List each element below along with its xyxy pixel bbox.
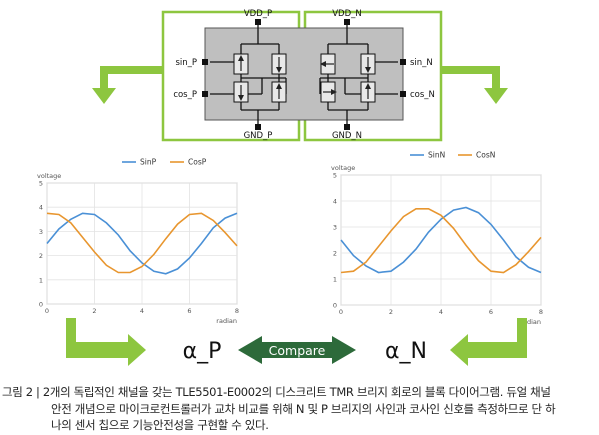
chart-p-y-tick-label: 4 (39, 204, 43, 212)
chart-n-series-sinn-line (340, 206, 542, 274)
p-bridge-resistors (233, 53, 287, 103)
pin-label-gnd-p: GND_P (244, 131, 273, 141)
chart-p-y-tick-label: 3 (39, 228, 43, 236)
chart-p-y-tick-label: 0 (39, 301, 43, 309)
chart-p-x-axis-label: radian (216, 317, 237, 325)
p-bridge-magnetization-arrows (238, 55, 282, 101)
chart-p-y-axis-label: voltage (37, 172, 61, 180)
chart-n-x-tick-label: 2 (389, 308, 393, 316)
figure-caption: 그림 2 | 2개의 독립적인 채널을 갖는 TLE5501-E0002의 디스… (2, 384, 596, 434)
chart-p-series-cosp-line (46, 212, 238, 274)
arrow-from-p-chart (66, 318, 146, 366)
caption-line-2: 안전 개념으로 마이크로컨트롤러가 교차 비교를 위해 N 및 P 브리지의 사… (51, 401, 556, 416)
compare-label: Compare (269, 343, 326, 358)
chart-p-x-tick-label: 2 (92, 307, 96, 315)
chart-n-x-tick-label: 4 (439, 308, 443, 316)
chart-p-y-tick-label: 5 (39, 180, 43, 188)
chart-n-series-cosn-line (340, 208, 542, 274)
chart-n-y-tick-label: 3 (333, 224, 337, 232)
alpha-n-label: α_N (385, 339, 427, 364)
chart-n: 0 1 2 3 4 5 0 2 4 6 8 voltage radian SinN CosN (331, 151, 543, 327)
caption-line-3: 나의 센서 칩으로 기능안전성을 구현할 수 있다. (51, 418, 269, 432)
pin-label-vdd-p: VDD_P (244, 9, 272, 19)
chart-p-x-tick-label: 6 (187, 307, 191, 315)
caption-line-1: 그림 2 | 2개의 독립적인 채널을 갖는 TLE5501-E0002의 디스… (2, 385, 551, 399)
chart-n-x-tick-label: 8 (539, 308, 543, 316)
chart-p-x-tick-label: 0 (45, 307, 49, 315)
p-bridge (210, 22, 287, 126)
pin-label-gnd-n: GND_N (332, 131, 362, 141)
chart-n-y-tick-label: 5 (333, 172, 337, 180)
block-diagram: VDD_P VDD_N GND_P GND_N sin_P cos_P sin_… (37, 9, 543, 366)
chart-n-y-tick-label: 2 (333, 250, 337, 258)
arrow-to-p-chart (92, 66, 163, 104)
chart-n-y-axis-label: voltage (331, 164, 355, 172)
pin-label-cos-p: cos_P (173, 90, 197, 100)
pin-label-sin-n: sin_N (410, 58, 433, 68)
chart-p-y-tick-label: 1 (39, 276, 43, 284)
tmr-chip: VDD_P VDD_N GND_P GND_N sin_P cos_P sin_… (161, 9, 443, 142)
chart-n-x-tick-label: 0 (339, 308, 343, 316)
chart-n-legend-label-cosn: CosN (476, 151, 495, 160)
chart-p-x-tick-label: 4 (140, 307, 144, 315)
arrow-from-n-chart (450, 318, 527, 366)
pins (202, 19, 406, 130)
chart-n-y-tick-label: 1 (333, 276, 337, 284)
chart-n-y-tick-label: 4 (333, 198, 337, 206)
chart-p-legend-label-sinp: SinP (140, 158, 157, 167)
chart-n-legend-label-sinn: SinN (428, 151, 445, 160)
chart-p-y-tick-label: 2 (39, 252, 43, 260)
pin-label-cos-n: cos_N (410, 90, 435, 100)
alpha-p-label: α_P (183, 339, 222, 364)
compare-double-arrow (238, 336, 356, 364)
chart-n-x-tick-label: 6 (489, 308, 493, 316)
chart-p-legend-label-cosp: CosP (188, 158, 207, 167)
arrow-to-n-chart (441, 66, 508, 104)
pin-label-vdd-n: VDD_N (332, 9, 362, 19)
chart-p: 0 1 2 3 4 5 0 2 4 6 8 voltage radian SinP CosP (37, 158, 239, 326)
pin-label-sin-p: sin_P (175, 58, 197, 68)
n-bridge (319, 22, 398, 126)
chart-p-x-tick-label: 8 (235, 307, 239, 315)
n-bridge-magnetization-arrows (320, 57, 371, 99)
chart-n-y-tick-label: 0 (333, 302, 337, 310)
chart-n-x-axis-label: radian (520, 318, 541, 326)
chart-p-series-sinp-line (46, 212, 238, 275)
